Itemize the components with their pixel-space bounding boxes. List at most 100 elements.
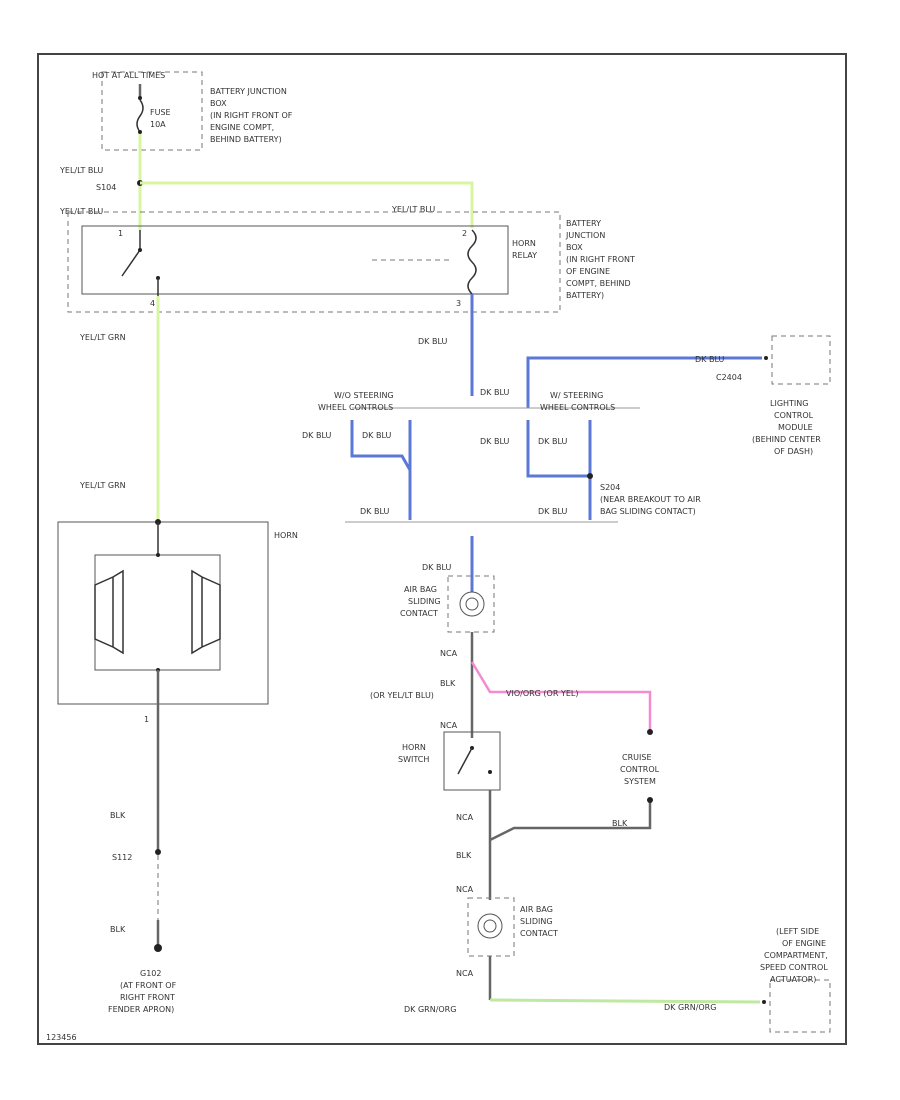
wire-label-or-yel-blu: (OR YEL/LT BLU) bbox=[370, 691, 434, 700]
w-steering-label-2: WHEEL CONTROLS bbox=[540, 403, 615, 412]
relay-box-label-4: (IN RIGHT FRONT bbox=[566, 255, 635, 264]
cruise-label-3: SYSTEM bbox=[624, 777, 656, 786]
wire-label-blk-lower: BLK bbox=[456, 851, 472, 860]
fuse-box-label-3: (IN RIGHT FRONT OF bbox=[210, 111, 293, 120]
wire-label-vio-org: VIO/ORG (OR YEL) bbox=[506, 689, 578, 698]
wire-label-dk-blu-l2: DK BLU bbox=[362, 431, 391, 440]
lighting-module-label-1: LIGHTING bbox=[770, 399, 808, 408]
relay-box-label-1: BATTERY bbox=[566, 219, 601, 228]
lighting-module-box bbox=[771, 335, 831, 385]
speed-control-label-3: COMPARTMENT, bbox=[764, 951, 828, 960]
horn-switch-box bbox=[443, 731, 501, 791]
wire-label-dk-grn-org-l: DK GRN/ORG bbox=[404, 1005, 456, 1014]
ground-g102-label-3: RIGHT FRONT bbox=[120, 993, 175, 1002]
lighting-module-label-4: (BEHIND CENTER bbox=[752, 435, 821, 444]
ground-g102-label-1: G102 bbox=[140, 969, 161, 978]
speed-control-label-2: OF ENGINE bbox=[782, 939, 826, 948]
lighting-module-label-3: MODULE bbox=[778, 423, 813, 432]
speed-control-box bbox=[769, 979, 831, 1033]
connector-c2404-label: C2404 bbox=[716, 373, 742, 382]
speed-control-pin bbox=[762, 1000, 766, 1004]
splice-s204-label-2: (NEAR BREAKOUT TO AIR bbox=[600, 495, 701, 504]
wire-label-blk-2: BLK bbox=[110, 925, 126, 934]
wire-dk-blu-wo-left bbox=[350, 420, 412, 471]
relay-pin-1: 1 bbox=[118, 229, 123, 238]
fuse-terminal-bottom bbox=[138, 130, 142, 134]
lighting-module-label-5: OF DASH) bbox=[774, 447, 813, 456]
relay-box-label-2: JUNCTION bbox=[565, 231, 605, 240]
horn-relay-label-1: HORN bbox=[512, 239, 536, 248]
wire-yel-blu-branch bbox=[140, 181, 474, 228]
wire-label-dk-blu-slip: DK BLU bbox=[422, 563, 451, 572]
air-bag-top-label-3: CONTACT bbox=[400, 609, 438, 618]
hot-at-all-times-label: HOT AT ALL TIMES bbox=[92, 71, 165, 80]
ground-g102-label-4: FENDER APRON) bbox=[108, 1005, 174, 1014]
relay-contact-pivot bbox=[138, 248, 142, 252]
splice-s112-label: S112 bbox=[112, 853, 132, 862]
speed-control-label-1: (LEFT SIDE bbox=[776, 927, 819, 936]
diagram-id: 123456 bbox=[46, 1033, 77, 1042]
splice-s204-label-3: BAG SLIDING CONTACT) bbox=[600, 507, 696, 516]
wire-label-nca-1: NCA bbox=[440, 649, 458, 658]
relay-box-label-6: COMPT, BEHIND bbox=[566, 279, 631, 288]
air-bag-bottom-label-1: AIR BAG bbox=[520, 905, 553, 914]
horn-terminal-1: 1 bbox=[144, 715, 149, 724]
wire-label-dk-blu-top: DK BLU bbox=[695, 355, 724, 364]
wire-label-yel-blu-3: YEL/LT BLU bbox=[391, 205, 435, 214]
wo-steering-label-1: W/O STEERING bbox=[334, 391, 394, 400]
horn-switch-label-2: SWITCH bbox=[398, 755, 429, 764]
cruise-pin-bottom bbox=[647, 797, 653, 803]
fuse-box-outline bbox=[101, 71, 203, 151]
wire-vio-org bbox=[470, 661, 652, 730]
wire-label-dk-blu-lower-r: DK BLU bbox=[538, 507, 567, 516]
horn-left-icon bbox=[94, 569, 124, 655]
relay-contact-arm bbox=[121, 249, 141, 277]
horn-switch-arm bbox=[457, 747, 473, 775]
wire-label-dk-blu-r1: DK BLU bbox=[480, 437, 509, 446]
wire-label-blk-1: BLK bbox=[110, 811, 126, 820]
fuse-box-label-1: BATTERY JUNCTION bbox=[210, 87, 287, 96]
wire-label-dk-blu-lower-l: DK BLU bbox=[360, 507, 389, 516]
wire-dk-grn-org bbox=[489, 998, 761, 1004]
wire-blk-cruise bbox=[489, 800, 652, 842]
horn-right-icon bbox=[191, 569, 221, 655]
diagram-frame bbox=[37, 53, 847, 1045]
air-bag-bottom-label-2: SLIDING bbox=[520, 917, 553, 926]
w-steering-label-1: W/ STEERING bbox=[550, 391, 603, 400]
horn-relay-box bbox=[81, 225, 509, 295]
ground-g102 bbox=[154, 944, 162, 952]
speed-control-label-4: SPEED CONTROL bbox=[760, 963, 828, 972]
wire-label-dk-blu-relay: DK BLU bbox=[418, 337, 447, 346]
fuse-terminal-top bbox=[138, 96, 142, 100]
horn-label: HORN bbox=[274, 531, 298, 540]
horn-relay-label-2: RELAY bbox=[512, 251, 537, 260]
splice-s104-label: S104 bbox=[96, 183, 116, 192]
fuse-label: FUSE bbox=[150, 108, 171, 117]
splice-s112 bbox=[155, 849, 161, 855]
speed-control-label-5: ACTUATOR) bbox=[770, 975, 816, 984]
cruise-label-1: CRUISE bbox=[622, 753, 652, 762]
wire-dk-blu-w-left bbox=[526, 420, 590, 478]
cruise-pin-top bbox=[647, 729, 653, 735]
air-bag-contact-bottom-core bbox=[483, 919, 497, 933]
wire-label-nca-5: NCA bbox=[456, 969, 474, 978]
connector-c2404-pin bbox=[764, 356, 768, 360]
wire-label-blk-cruise: BLK bbox=[612, 819, 628, 828]
fuse-element bbox=[136, 99, 144, 133]
cruise-label-2: CONTROL bbox=[620, 765, 660, 774]
air-bag-top-label-1: AIR BAG bbox=[404, 585, 437, 594]
air-bag-contact-top-box bbox=[447, 575, 495, 633]
horn-node-top bbox=[156, 553, 160, 557]
wire-label-dk-blu-r2: DK BLU bbox=[538, 437, 567, 446]
relay-pin-2: 2 bbox=[462, 229, 467, 238]
splice-s204-label-1: S204 bbox=[600, 483, 620, 492]
lighting-module-label-2: CONTROL bbox=[774, 411, 814, 420]
relay-box-label-5: OF ENGINE bbox=[566, 267, 610, 276]
relay-junction-outline bbox=[67, 211, 561, 313]
splice-s204 bbox=[587, 473, 593, 479]
fuse-box-label-5: BEHIND BATTERY) bbox=[210, 135, 282, 144]
relay-pin-3: 3 bbox=[456, 299, 461, 308]
wire-label-yel-grn-1: YEL/LT GRN bbox=[79, 333, 126, 342]
air-bag-top-label-2: SLIDING bbox=[408, 597, 441, 606]
